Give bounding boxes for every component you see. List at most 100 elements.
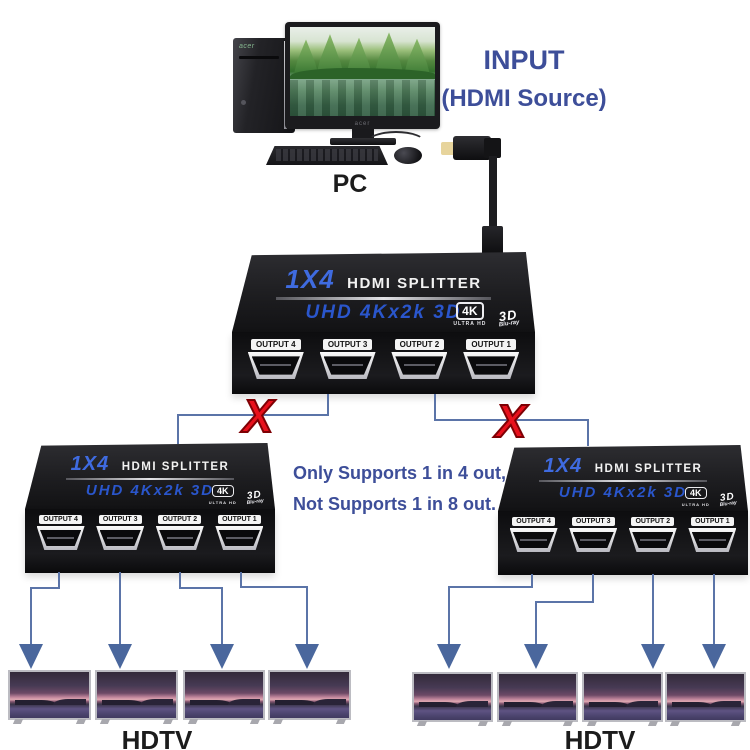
hdtv-label-right: HDTV — [564, 725, 636, 750]
splitter-title-row: 1X4 HDMI SPLITTER — [232, 264, 535, 295]
splitter-subtitle: UHD 4Kx2k 3D — [85, 482, 215, 499]
input-subtitle: (HDMI Source) — [441, 85, 607, 112]
output-line — [179, 587, 223, 589]
tv-foot — [75, 719, 87, 724]
hdmi-jack — [36, 526, 85, 550]
4k-badge-subtext: ULTRA HD — [208, 500, 237, 505]
output-line — [30, 587, 32, 645]
output-line — [713, 574, 715, 645]
output-line — [592, 574, 594, 603]
tv-foot — [501, 721, 513, 726]
hdtv-label-left: HDTV — [121, 725, 193, 750]
port-label: OUTPUT 2 — [394, 339, 445, 350]
output-line — [531, 574, 533, 588]
tv-foot — [162, 719, 174, 724]
tv-foot — [12, 719, 24, 724]
hdmi-jack-inner — [323, 356, 372, 375]
port-label: OUTPUT 4 — [251, 339, 301, 350]
arrow-down-icon — [437, 644, 461, 669]
hdtv-screen — [95, 670, 178, 724]
port-label: OUTPUT 3 — [322, 339, 373, 350]
monitor-stand-base — [330, 138, 396, 145]
hdmi-jack — [96, 526, 145, 550]
port-label: OUTPUT 4 — [512, 517, 555, 526]
hdmi-jack-inner — [395, 356, 444, 375]
pc-tower-brand-logo: acer — [239, 43, 255, 50]
hdmi-cable-plug — [482, 226, 503, 256]
hdmi-connector-tip — [441, 142, 455, 155]
hdtv-screen — [8, 670, 91, 724]
output-line — [58, 572, 60, 589]
hdmi-jack-inner — [251, 356, 300, 375]
tv-foot — [416, 721, 428, 726]
hdmi-jack — [509, 528, 558, 552]
port-label: OUTPUT 1 — [691, 517, 734, 526]
hdmi-output-port-4: OUTPUT 4 — [36, 515, 85, 550]
hdmi-output-port-2: OUTPUT 2 — [391, 339, 448, 379]
splitter-badges: 4K ULTRA HD 3D Blu-ray — [453, 302, 520, 329]
output-line — [535, 601, 594, 603]
arrow-down-icon — [295, 644, 319, 669]
mouse-cable — [366, 131, 426, 155]
hdmi-jack — [247, 352, 304, 379]
port-label: OUTPUT 1 — [218, 515, 261, 524]
hdtv-screen — [183, 670, 265, 724]
hdmi-output-port-1: OUTPUT 1 — [215, 515, 264, 550]
4k-badge-text: 4K — [456, 302, 484, 320]
pc-mouse — [394, 147, 422, 164]
hdmi-output-port-3: OUTPUT 3 — [96, 515, 145, 550]
hdmi-splitter-left: 1X4 HDMI SPLITTER UHD 4Kx2k 3D 4K ULTRA … — [25, 443, 275, 573]
hdmi-output-port-2: OUTPUT 2 — [628, 517, 677, 552]
hdtv-screen — [665, 672, 746, 726]
hdmi-output-port-1: OUTPUT 1 — [688, 517, 737, 552]
3d-bluray-badge: 3D Blu-ray — [497, 307, 520, 329]
4k-ultra-hd-badge: 4K ULTRA HD — [209, 481, 237, 505]
hdmi-jack — [319, 352, 376, 379]
hdmi-output-port-3: OUTPUT 3 — [319, 339, 376, 379]
output-line — [119, 572, 121, 645]
hdmi-jack — [569, 528, 618, 552]
connector-line — [177, 414, 179, 444]
output-line — [535, 601, 537, 645]
splitter-divider — [276, 297, 491, 300]
tv-foot — [99, 719, 111, 724]
3d-badge-subtext: Blu-ray — [498, 319, 521, 329]
hdmi-output-port-4: OUTPUT 4 — [509, 517, 558, 552]
3d-badge-subtext: Blu-ray — [246, 497, 264, 507]
hdmi-jack-inner — [632, 531, 674, 549]
hdmi-output-port-4: OUTPUT 4 — [247, 339, 304, 379]
connector-line — [434, 394, 436, 421]
arrow-down-icon — [641, 644, 665, 669]
tv-foot — [249, 719, 261, 724]
pc-monitor-brand: acer — [354, 121, 371, 127]
landscape-peak — [294, 39, 318, 74]
hdmi-jack-inner — [467, 356, 516, 375]
output-line — [306, 586, 308, 645]
hdmi-jack-inner — [691, 531, 733, 549]
hdmi-jack — [391, 352, 448, 379]
pc-keyboard — [266, 146, 388, 165]
arrow-down-icon — [108, 644, 132, 669]
splitter-badges: 4K ULTRA HD 3D Blu-ray — [682, 483, 737, 508]
hdmi-jack — [463, 352, 520, 379]
port-label: OUTPUT 1 — [466, 339, 516, 350]
port-label: OUTPUT 3 — [571, 517, 615, 526]
splitter-top-face: 1X4 HDMI SPLITTER UHD 4Kx2k 3D 4K ULTRA … — [25, 443, 275, 509]
arrow-down-icon — [210, 644, 234, 669]
output-line — [448, 586, 533, 588]
hdmi-cable-elbow — [484, 138, 501, 158]
tv-foot — [272, 719, 284, 724]
splitter-title-row: 1X4 HDMI SPLITTER — [498, 455, 748, 478]
connector-line — [434, 419, 589, 421]
3d-bluray-badge: 3D Blu-ray — [718, 491, 737, 508]
splitter-name-label: HDMI SPLITTER — [121, 461, 230, 473]
hdmi-jack — [688, 528, 737, 552]
arrow-down-icon — [524, 644, 548, 669]
hdtv-screen — [268, 670, 351, 724]
input-title: INPUT — [483, 45, 565, 75]
hdmi-output-port-1: OUTPUT 1 — [463, 339, 520, 379]
splitter-divider — [66, 478, 234, 480]
4k-badge-text: 4K — [685, 487, 707, 499]
hdmi-jack — [628, 528, 677, 552]
